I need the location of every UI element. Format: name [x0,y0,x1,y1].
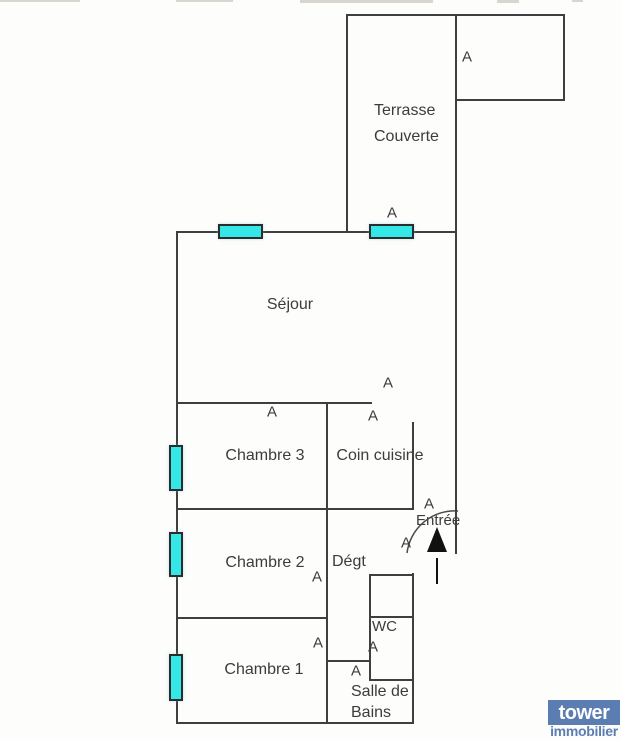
door-marker: A [423,495,435,513]
wall-segment [370,574,414,576]
room-label-coin-cuisine: Coin cuisine [336,447,424,465]
door-marker: A [386,204,398,222]
room-label-sdb-line1: Salle de [351,683,409,700]
room-label-terrasse-line2: Couverte [374,128,439,145]
door-marker: A [367,638,379,656]
room-label-sdb-line2: Bains [351,704,392,721]
wall-segment [326,402,328,723]
wall-segment [176,508,414,510]
edge-artifact [572,0,583,2]
wall-segment [346,14,348,233]
wall-segment [412,573,414,724]
door-marker: A [311,568,323,586]
room-label-degt: Dégt [332,553,366,570]
wall-segment [455,14,457,554]
window-marker [169,532,183,577]
wall-segment [369,574,371,681]
wall-segment [176,722,414,724]
door-marker: A [350,662,362,680]
wall-segment [563,14,565,101]
window-marker [169,445,183,491]
room-label-wc: WC [372,618,397,635]
wall-segment [327,660,371,662]
room-label-terrasse-line1: Terrasse [374,102,436,119]
edge-artifact [497,0,519,3]
window-marker [369,224,414,239]
door-marker: A [266,403,278,421]
entry-arrow-icon [427,527,447,552]
door-marker: A [400,534,412,552]
edge-artifact [176,0,233,2]
window-marker [169,654,183,701]
room-label-chambre2: Chambre 2 [225,554,305,572]
wall-segment [456,99,564,101]
wall-segment [176,231,457,233]
wall-segment [370,616,414,618]
wall-segment [370,679,414,681]
room-label-entree: Entrée [416,512,461,529]
room-label-salle-de-bains: Salle de Bains [351,681,409,723]
edge-artifact [300,0,433,3]
door-marker: A [461,48,473,66]
logo-tagline: immobilier [550,723,618,739]
wall-segment [412,422,414,510]
room-label-chambre3: Chambre 3 [225,447,305,465]
wall-segment [176,402,372,404]
logo-brand: tower [558,701,610,724]
door-marker: A [382,374,394,392]
room-label-terrasse: Terrasse Couverte [374,98,439,150]
room-label-sejour: Séjour [266,296,314,314]
wall-segment [176,617,328,619]
edge-artifact [0,0,80,2]
room-label-chambre1: Chambre 1 [224,661,304,679]
door-marker: A [312,634,324,652]
logo-box: tower [548,700,620,725]
window-marker [218,224,263,239]
door-marker: A [367,407,379,425]
